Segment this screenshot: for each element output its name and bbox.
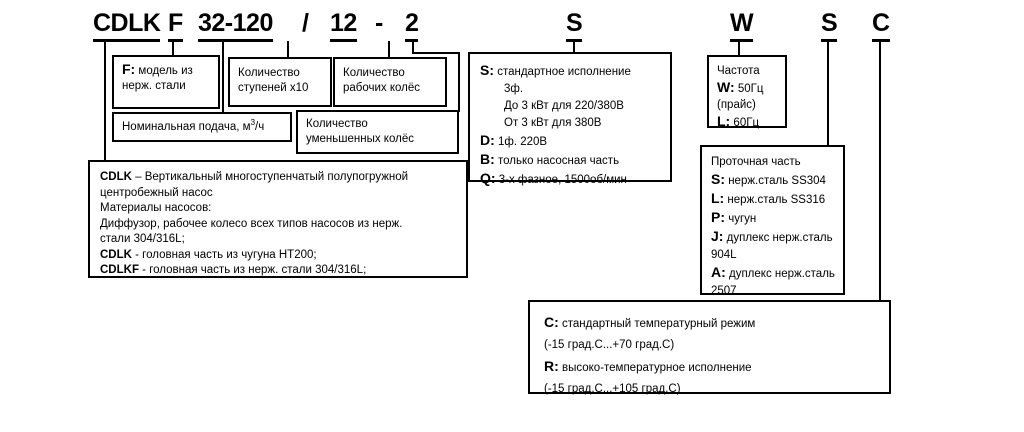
temperature-val-2: высоко-температурное исполнение [561, 362, 752, 374]
motor-val-4: 1ф. 220В [497, 136, 548, 148]
connector-c-temperature [879, 41, 881, 394]
motor-key-6: Q: [480, 170, 496, 186]
box-model-material-line2: нерж. стали [122, 80, 186, 92]
motor-val-0: стандартное исполнение [497, 66, 631, 78]
motor-val-5: только насосная часть [497, 155, 620, 167]
temperature-val-1: (-15 град.С...+70 град.С) [544, 339, 675, 351]
desc-line-0-bold: CDLK [100, 171, 132, 183]
connector-s-motor [573, 41, 575, 53]
desc-line-6-bold: CDLKF [100, 264, 139, 276]
code-segment-c-temperature: C [872, 8, 890, 42]
box-model-material-line1: модель из [138, 65, 193, 77]
connector-s-material [827, 41, 829, 145]
frequency-val-1: (прайс) [717, 99, 756, 111]
code-segment-2: 2 [405, 8, 419, 42]
desc-line-6-rest: - головная часть из нерж. стали 304/316L… [138, 264, 367, 276]
temperature-val-3: (-15 град.С...+105 град.С) [544, 383, 681, 395]
flow-path-val-0: нерж.сталь SS304 [728, 175, 826, 187]
flow-path-cont-3: 904L [711, 249, 737, 261]
box-flow-rate-unit: /ч [255, 121, 265, 133]
box-main-description: CDLK – Вертикальный многоступенчатый пол… [88, 160, 468, 278]
box-flow-rate-sup: 3 [250, 118, 256, 128]
box-temperature: C: стандартный температурный режим (-15 … [528, 300, 891, 395]
motor-key-0: S: [480, 62, 494, 78]
code-segment-12: 12 [330, 8, 357, 42]
frequency-val-2: 60Гц [733, 117, 760, 129]
frequency-title: Частота [717, 65, 760, 77]
code-segment-cdlk: CDLK [93, 8, 161, 42]
frequency-key-2: L: [717, 113, 731, 129]
connector-w-frequency [738, 41, 740, 55]
flow-path-val-3: дуплекс нерж.сталь [726, 232, 833, 244]
motor-val-3: От 3 кВт для 380В [504, 117, 602, 129]
flow-path-key-1: L: [711, 190, 725, 206]
flow-path-key-2: P: [711, 209, 725, 225]
connector-2-vertical [412, 41, 414, 54]
desc-line-5-rest: - головная часть из чугуна HT200; [131, 248, 317, 261]
flow-path-key-3: J: [711, 228, 724, 244]
temperature-key-2: R: [544, 358, 559, 374]
connector-12 [287, 41, 289, 57]
desc-line-4-rest: стали 304/316L; [100, 233, 185, 245]
desc-line-2-rest: Материалы насосов: [100, 202, 212, 214]
box-model-material-key: F: [122, 61, 136, 77]
code-segment-f: F [168, 8, 183, 42]
code-segment-s-material: S [821, 8, 838, 42]
frequency-key-0: W: [717, 79, 735, 95]
box-stages-line1: Количество [238, 67, 300, 79]
connector-impellers [388, 41, 390, 57]
motor-val-2: До 3 кВт для 220/380В [504, 100, 624, 112]
flow-path-key-0: S: [711, 171, 725, 187]
motor-val-6: 3-х фазное, 1500об/мин [498, 174, 627, 186]
desc-line-0-rest: – Вертикальный многоступенчатый полупогр… [131, 171, 409, 183]
box-frequency: Частота W: 50Гц (прайс) L: 60Гц [707, 55, 787, 129]
desc-line-5-bold: CDLK [100, 248, 132, 261]
temperature-key-0: C: [544, 314, 559, 330]
desc-line-1-rest: центробежный насос [100, 186, 213, 199]
box-stages-line2: ступеней х10 [238, 82, 309, 94]
code-segment-32-120: 32-120 [198, 8, 273, 42]
box-flow-rate-text: Номинальная подача, м [122, 121, 251, 133]
connector-f [172, 41, 174, 57]
box-flow-path: Проточная часть S: нерж.сталь SS304 L: н… [700, 145, 845, 297]
code-segment-dash: - [375, 9, 383, 37]
flow-path-val-2: чугун [728, 213, 757, 225]
code-segment-slash: / [302, 9, 309, 37]
flow-path-cont-4: 2507 [711, 285, 737, 297]
box-flow-rate: Номинальная подача, м3/ч [112, 112, 292, 142]
motor-val-1: 3ф. [504, 83, 524, 95]
box-reduced-impellers-line1: Количество [306, 118, 368, 130]
connector-32-120 [222, 41, 224, 113]
flow-path-val-4: дуплекс нерж.сталь [728, 268, 835, 280]
code-segment-s-motor: S [566, 8, 583, 42]
box-reduced-impellers-line2: уменьшенных колёс [306, 133, 414, 145]
box-stages: Количество ступеней х10 [228, 57, 332, 107]
box-impellers: Количество рабочих колёс [333, 57, 447, 107]
box-model-material: F: модель из нерж. стали [112, 55, 220, 109]
motor-key-4: D: [480, 132, 495, 148]
flow-path-val-1: нерж.сталь SS316 [727, 194, 826, 206]
frequency-val-0: 50Гц [737, 83, 764, 95]
connector-2-horizontal [412, 52, 460, 54]
box-motor-execution: S: стандартное исполнение 3ф. До 3 кВт д… [468, 52, 672, 186]
box-reduced-impellers: Количество уменьшенных колёс [296, 110, 459, 154]
box-impellers-line2: рабочих колёс [343, 82, 421, 94]
box-impellers-line1: Количество [343, 67, 405, 79]
motor-key-5: B: [480, 151, 495, 167]
code-segment-w-frequency: W [730, 8, 754, 42]
flow-path-title: Проточная часть [711, 156, 801, 168]
temperature-val-0: стандартный температурный режим [561, 318, 756, 330]
flow-path-key-4: A: [711, 264, 726, 280]
connector-2-drop [458, 52, 460, 112]
connector-cdlk [104, 41, 106, 161]
desc-line-3-rest: Диффузор, рабочее колесо всех типов насо… [100, 217, 403, 230]
